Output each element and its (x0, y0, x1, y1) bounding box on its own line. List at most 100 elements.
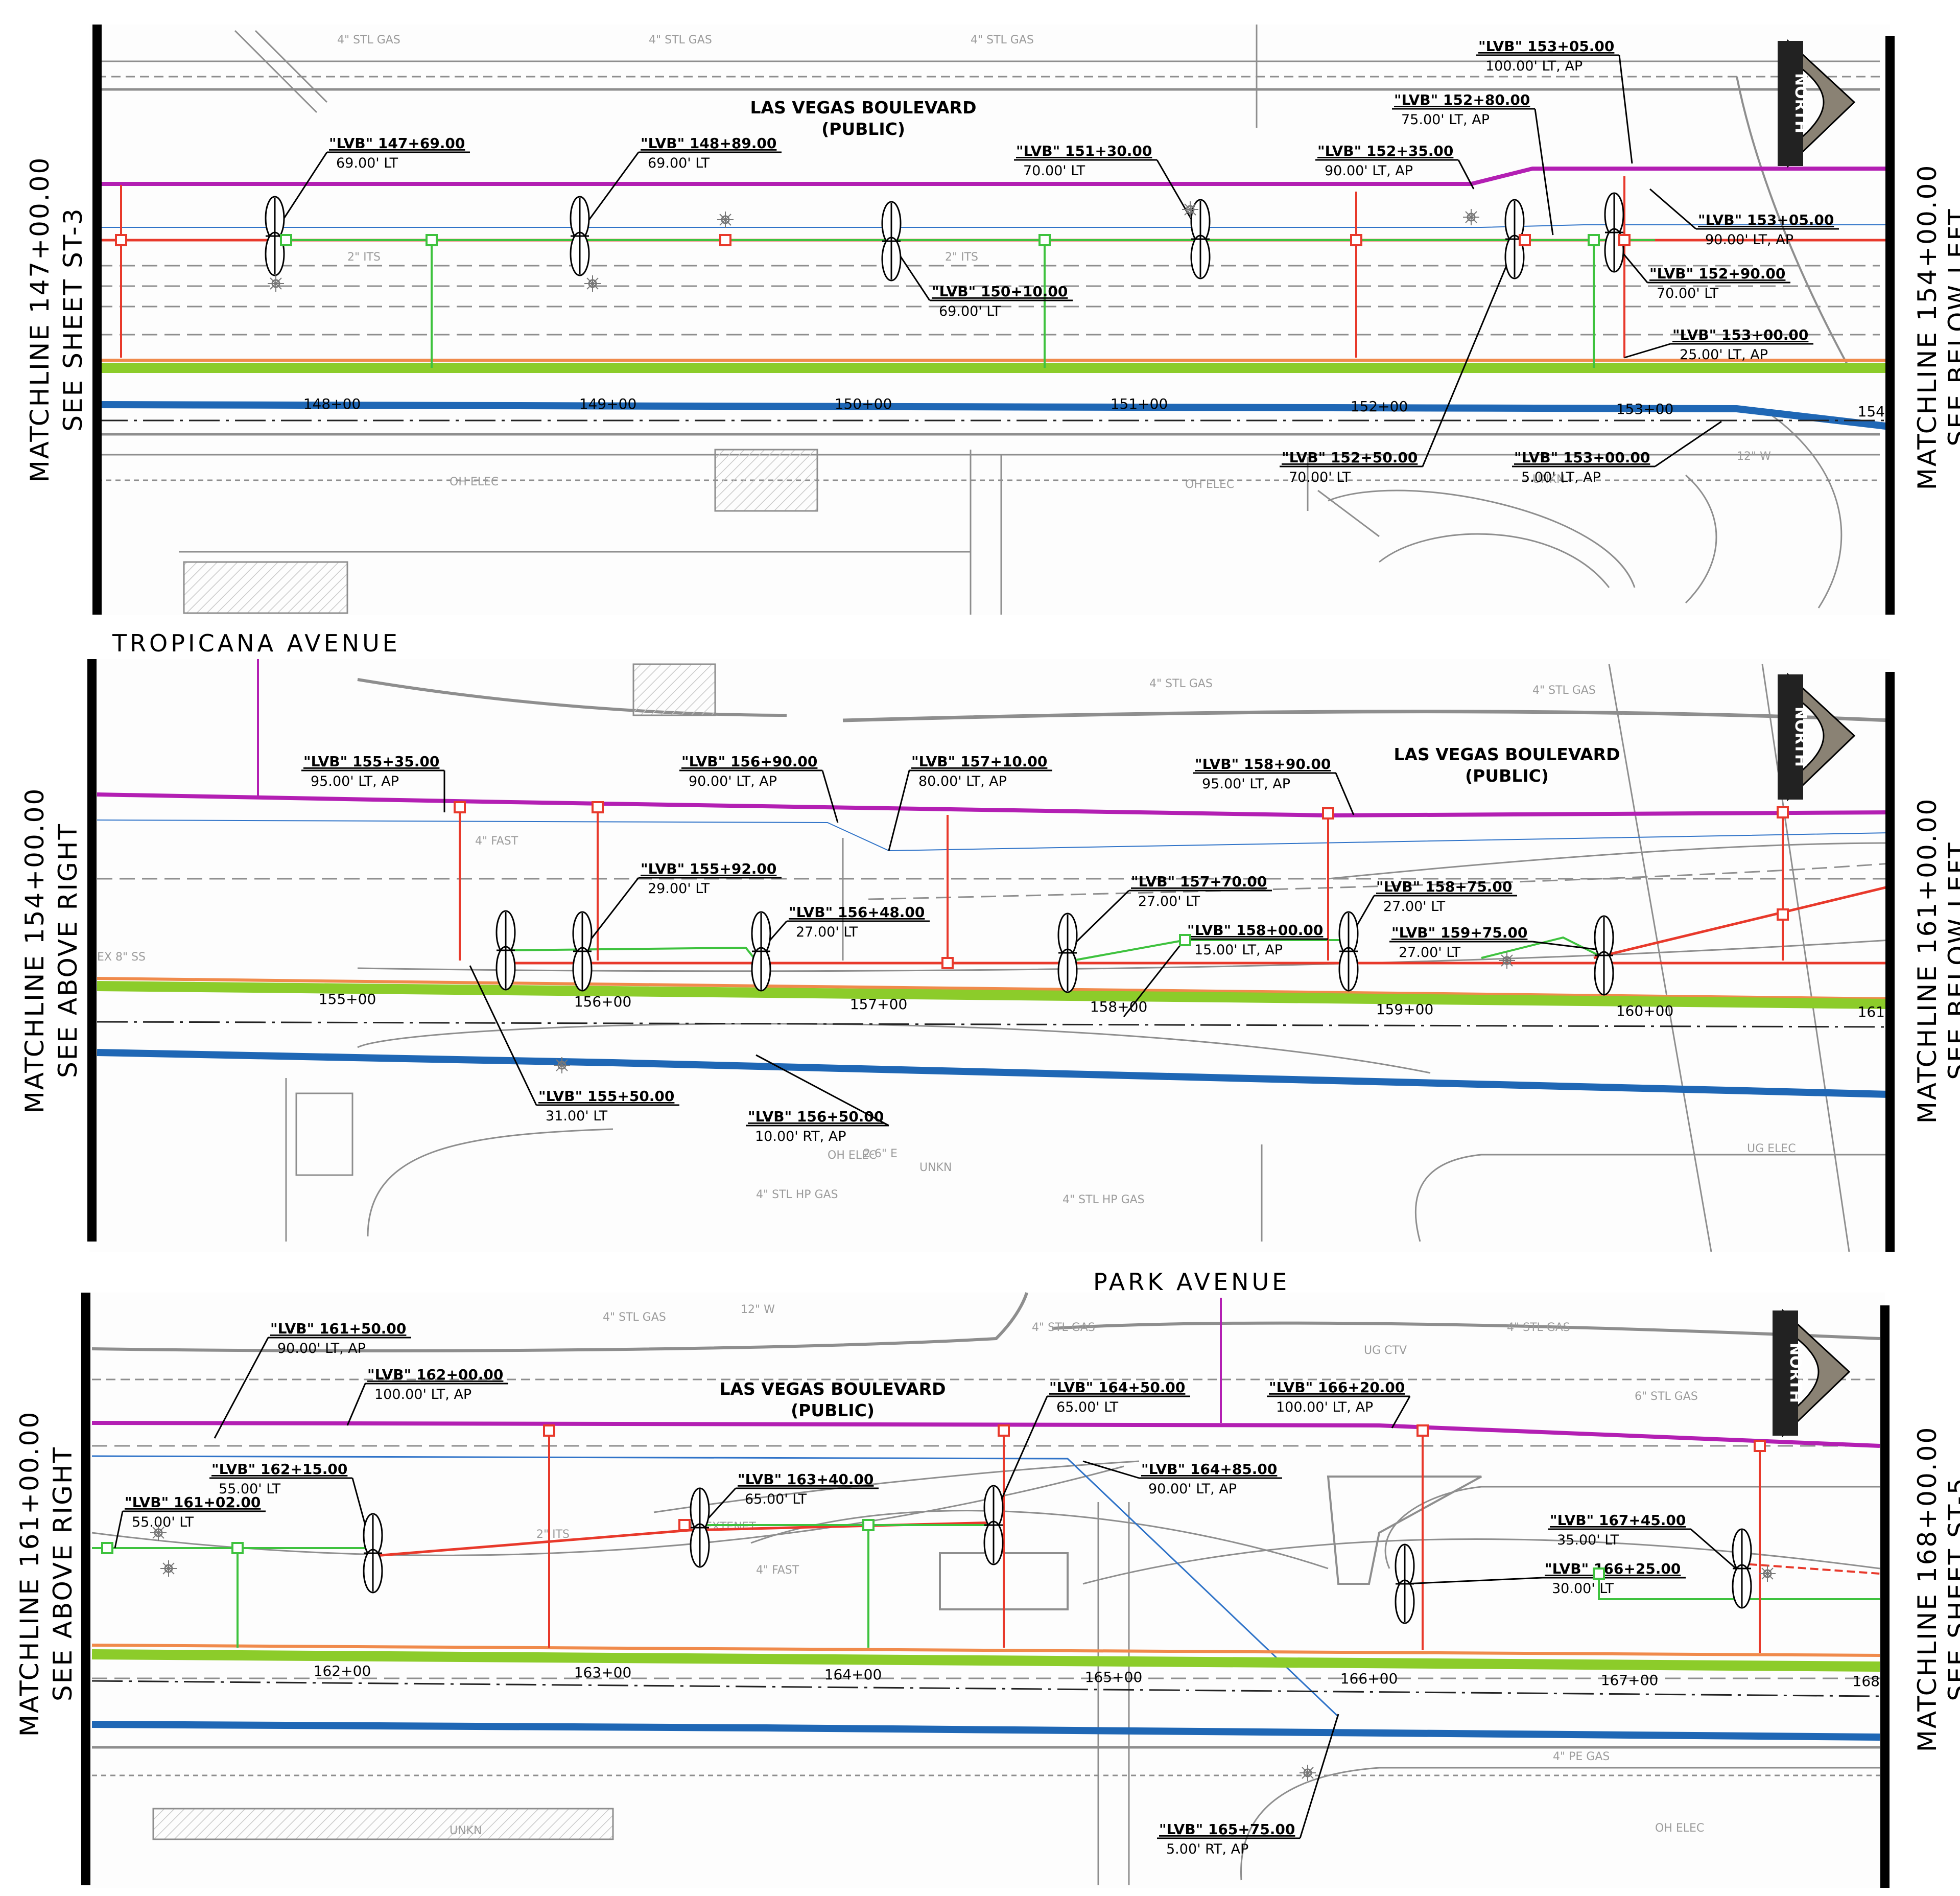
orange-line (91, 1644, 1880, 1657)
bg-label: 4" STL GAS (971, 34, 1034, 46)
panel-2: 4" STL GAS 4" STL GAS OH ELEC UNKN 4" ST… (20, 629, 1960, 1252)
callout-station: "LVB" 147+69.00 (329, 135, 465, 152)
callout-leader (1067, 890, 1272, 951)
station-label: 151+00 (1111, 395, 1168, 412)
road-name: LAS VEGAS BOULEVARD (1394, 744, 1620, 764)
callout-leader (679, 769, 839, 823)
bg-label: EX 8" SS (97, 951, 146, 964)
north-arrow-icon: NORTH (1773, 1308, 1851, 1438)
callout-leader (1193, 772, 1355, 815)
station-label: 165+00 (1085, 1669, 1143, 1686)
matchline-left: MATCHLINE 161+00.00 (15, 1411, 44, 1737)
signal-pole-icon (1190, 199, 1211, 279)
junction-box-icon (592, 801, 604, 813)
station-label: 148+00 (303, 395, 361, 412)
station-label: 154 (1858, 403, 1885, 420)
station-callout: "LVB" 153+05.00 100.00' LT, AP (1476, 38, 1633, 164)
north-arrow-icon: NORTH (1778, 39, 1856, 168)
road-name: LAS VEGAS BOULEVARD (750, 98, 976, 118)
streetlight-icon (1499, 952, 1515, 969)
signal-pole-icon (1395, 1543, 1415, 1624)
junction-box-icon (1179, 934, 1191, 946)
callout-offset: 55.00' LT (219, 1481, 281, 1497)
callout-offset: 5.00' RT, AP (1166, 1841, 1248, 1857)
callout-station: "LVB" 156+48.00 (789, 904, 925, 921)
callout-station: "LVB" 166+25.00 (1545, 1560, 1681, 1577)
bg-label: 2" ITS (347, 251, 381, 264)
callout-offset: 35.00' LT (1557, 1532, 1619, 1548)
station-label: 162+00 (314, 1663, 371, 1679)
matchline-left-ref: SEE ABOVE RIGHT (48, 1446, 78, 1701)
station-label: 150+00 (835, 395, 892, 412)
cross-street-name: PARK AVENUE (1093, 1268, 1290, 1296)
callout-leader (1157, 1714, 1339, 1839)
junction-box-icon (1416, 1424, 1429, 1437)
callout-offset: 90.00' LT, AP (1325, 163, 1413, 179)
streetlight-icon (1300, 1765, 1316, 1781)
callout-leader (746, 1054, 889, 1127)
centerline (91, 1680, 1880, 1697)
callout-offset: 100.00' LT, AP (374, 1387, 471, 1402)
callout-leader (1548, 1528, 1742, 1575)
signal-pole-icon (570, 196, 590, 276)
purple-line (91, 1421, 1880, 1448)
signal-pole-icon (1594, 915, 1614, 996)
signal-pole-icon (751, 911, 771, 992)
bg-label: 2" ITS (945, 251, 978, 264)
callout-station: "LVB" 156+50.00 (748, 1108, 884, 1125)
station-labels: 155+00 156+00 157+00 158+00 159+00 160+0… (319, 991, 1885, 1020)
purple-line (97, 167, 1890, 186)
bg-label: 4" STL GAS (649, 34, 712, 46)
signal-pole-icon (1504, 199, 1525, 279)
callout-station: "LVB" 153+05.00 (1478, 38, 1614, 55)
junction-box-icon (719, 234, 731, 246)
junction-box-icon (1350, 234, 1362, 246)
matchline-right: MATCHLINE 161+00.00 (1912, 798, 1942, 1124)
signal-pole-icon (572, 911, 593, 992)
north-arrow-icon: NORTH (1778, 672, 1856, 802)
red-risers (120, 176, 1625, 358)
callout-station: "LVB" 164+85.00 (1141, 1461, 1277, 1478)
callout-offset: 69.00' LT (336, 155, 398, 171)
streetlight-icon (150, 1525, 167, 1541)
junction-box-icon (941, 957, 954, 969)
bg-label: 12" W (1737, 450, 1771, 463)
callout-station: "LVB" 148+89.00 (641, 135, 776, 152)
callout-station: "LVB" 150+10.00 (932, 283, 1068, 300)
callout-offset: 100.00' LT, AP (1485, 58, 1583, 74)
orange-line (97, 977, 1891, 1000)
callout-leader (1404, 1577, 1686, 1585)
callout-leader (214, 1337, 411, 1439)
callout-offset: 95.00' LT, AP (311, 774, 399, 789)
bg-label: 4" STL HP GAS (1062, 1193, 1145, 1206)
junction-box-icon (1777, 908, 1789, 921)
callout-offset: 90.00' LT, AP (689, 774, 777, 789)
junction-box-icon (862, 1519, 875, 1531)
junction-box-icon (115, 234, 127, 246)
matchline-right-ref: SEE SHEET ST-5 (1943, 1477, 1960, 1701)
station-label: 156+00 (574, 993, 632, 1010)
bg-label: UNKN (1532, 473, 1565, 486)
callout-offset: 15.00' LT, AP (1194, 942, 1283, 958)
station-label: 153+00 (1616, 401, 1674, 417)
bg-label: 4" STL GAS (1149, 677, 1213, 690)
basemap-labels: 4" STL GAS 4" STL GAS 4" STL GAS 12" W U… (450, 1303, 1704, 1837)
road-ownership: (PUBLIC) (1465, 766, 1549, 786)
callout-station: "LVB" 152+80.00 (1394, 91, 1530, 108)
callout-station: "LVB" 156+90.00 (681, 753, 817, 770)
callout-station: "LVB" 152+90.00 (1649, 265, 1785, 282)
junction-box-icon (1593, 1567, 1605, 1580)
callout-station: "LVB" 152+50.00 (1282, 449, 1418, 466)
